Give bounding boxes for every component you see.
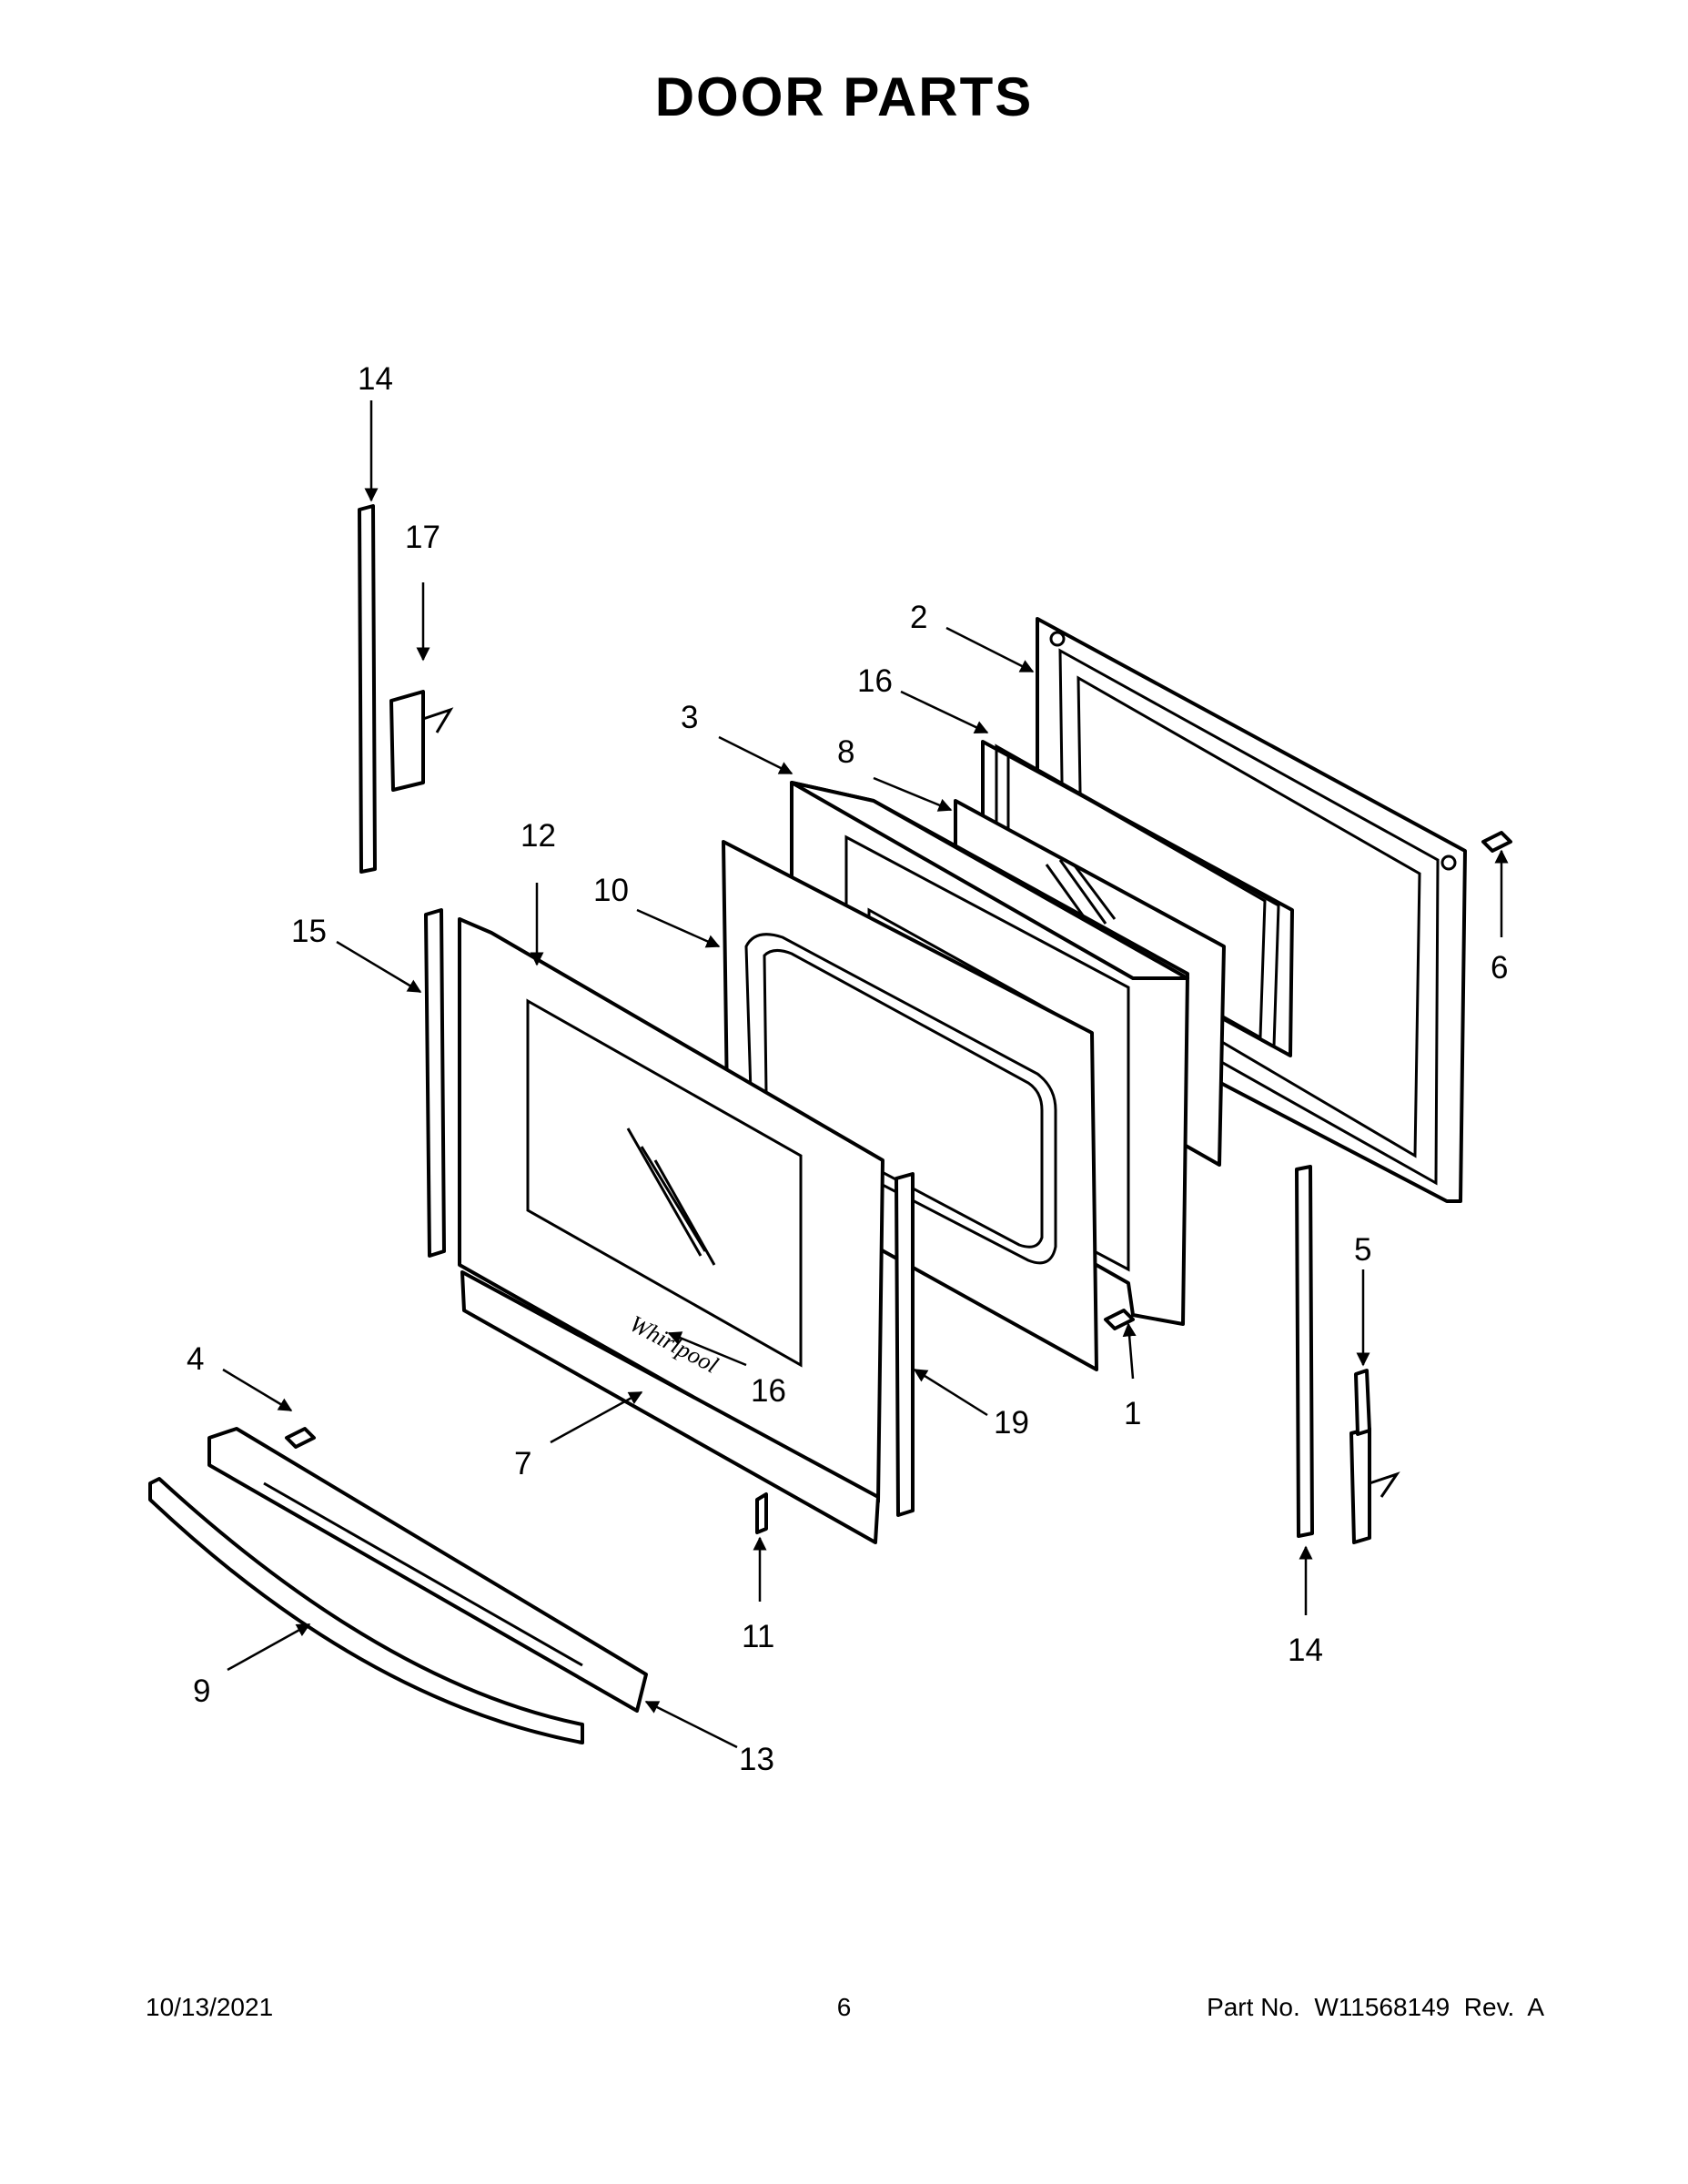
callout-14-bottom: 14 <box>1288 1633 1323 1668</box>
part-9-door-handle <box>148 1477 584 1744</box>
callout-17: 16 <box>751 1373 786 1409</box>
part-13-vent-trim <box>207 1427 648 1713</box>
part-14-hinge-receiver-left <box>358 504 377 874</box>
part-1-screw <box>1104 1309 1135 1330</box>
part-14-hinge-receiver-right <box>1295 1165 1314 1538</box>
callout-7: 7 <box>514 1446 531 1481</box>
callout-4: 4 <box>187 1341 204 1377</box>
callout-19: 19 <box>994 1405 1029 1441</box>
part-19-side-trim <box>895 1172 915 1517</box>
part-11-screw <box>755 1492 768 1534</box>
callout-18: 17 <box>405 520 440 555</box>
part-4-screw <box>285 1427 316 1449</box>
callout-15: 15 <box>291 914 327 949</box>
callout-12: 12 <box>521 818 556 854</box>
callout-8: 8 <box>837 734 854 770</box>
footer-date: 10/13/2021 <box>146 1993 274 2021</box>
footer-page-number: 6 <box>836 1993 852 2021</box>
leader-lines <box>222 400 1509 1749</box>
footer-part-number: Part No. W11568149 Rev. A <box>1207 1993 1544 2021</box>
callout-14-top: 14 <box>358 361 393 397</box>
part-6-screw <box>1481 831 1512 853</box>
callout-6: 6 <box>1491 950 1508 986</box>
part-12-outer-door-panel: Whirlpool <box>458 917 884 1503</box>
callout-11: 11 <box>742 1619 774 1654</box>
callout-3: 3 <box>681 700 698 735</box>
callout-9: 9 <box>193 1673 210 1709</box>
part-15-side-trim <box>424 908 446 1258</box>
callout-2: 2 <box>910 600 927 635</box>
callout-5: 5 <box>1354 1232 1371 1268</box>
part-5-hinge <box>1349 1369 1400 1544</box>
page-title: DOOR PARTS <box>654 66 1034 127</box>
callout-1: 1 <box>1124 1396 1141 1431</box>
callout-13: 13 <box>739 1742 774 1777</box>
part-7-bottom-trim <box>460 1270 880 1544</box>
callout-16: 16 <box>857 663 893 699</box>
callout-10: 10 <box>593 873 629 908</box>
part-18-hinge <box>389 690 454 792</box>
